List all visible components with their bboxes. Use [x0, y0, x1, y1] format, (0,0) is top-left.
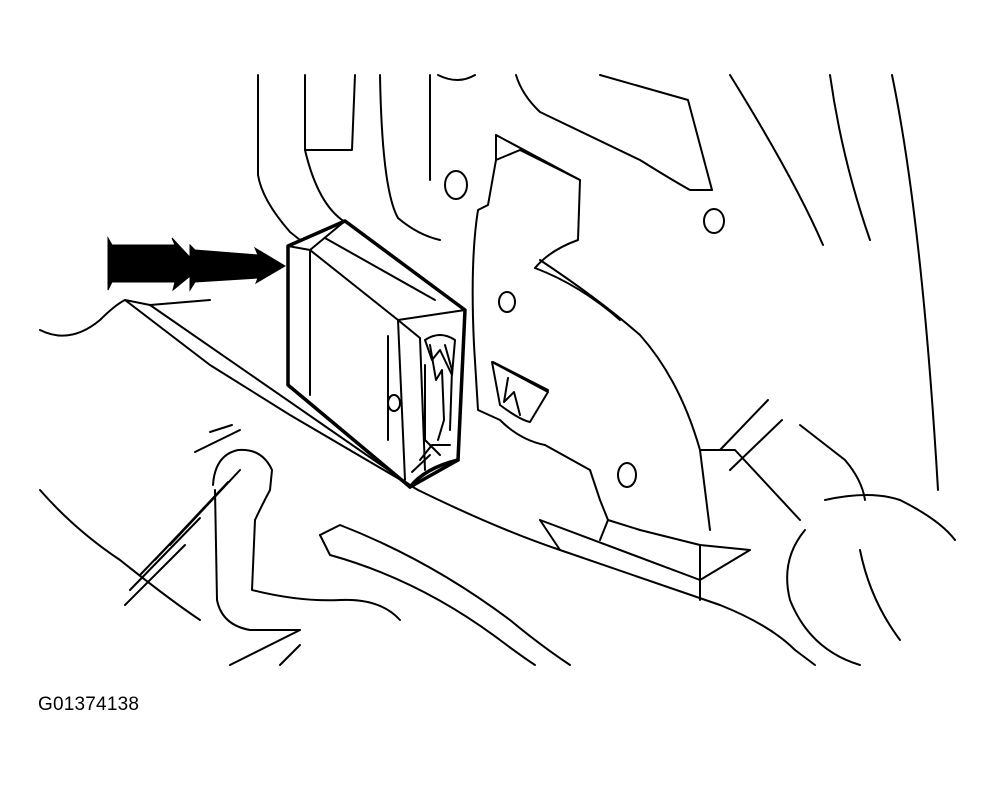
mounting-bracket: [473, 344, 751, 581]
figure-code: G01374138: [38, 694, 140, 715]
pointer-arrow-2: [189, 243, 286, 292]
lower-floor-and-trim: [39, 299, 956, 666]
lower-right-edge: [794, 649, 816, 666]
location-arrows: [107, 236, 286, 292]
control-module: [286, 219, 467, 489]
pointer-arrow-1: [107, 236, 201, 292]
connector: [408, 334, 460, 489]
vehicle-body-panels: [257, 74, 939, 531]
